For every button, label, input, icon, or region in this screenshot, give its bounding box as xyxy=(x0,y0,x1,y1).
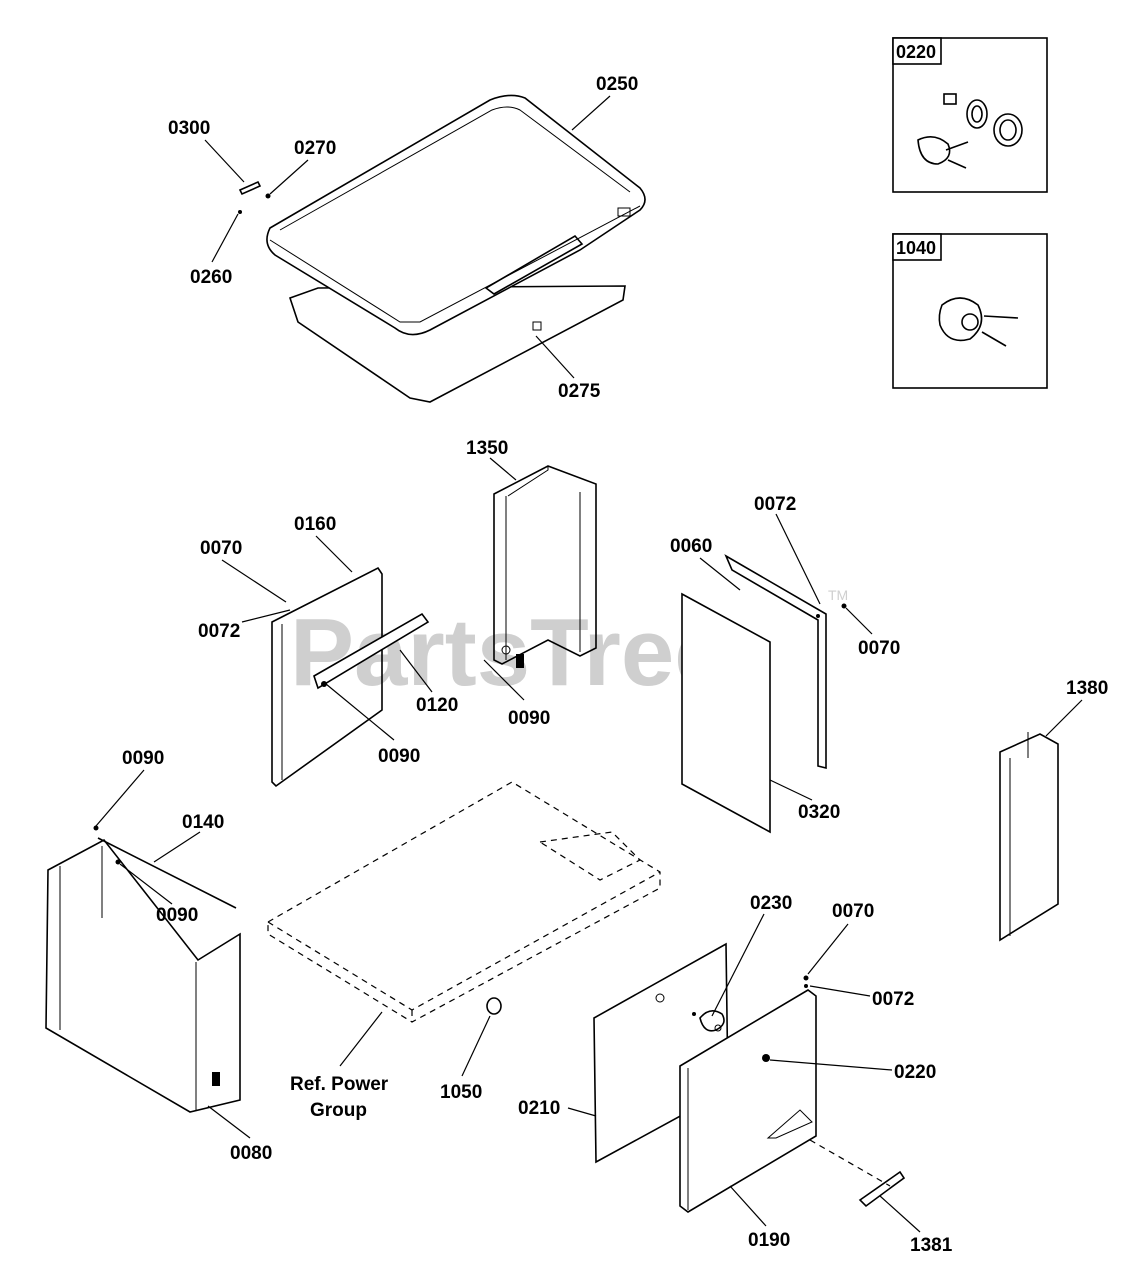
callout-0070-front: 0070 xyxy=(832,901,874,922)
inset-label: 0220 xyxy=(896,42,936,62)
callout-0072-left: 0072 xyxy=(198,621,240,642)
callout-1381: 1381 xyxy=(910,1235,953,1256)
panel-0320[interactable] xyxy=(681,592,771,834)
lock-assembly-icon xyxy=(917,93,1023,169)
callout-0080: 0080 xyxy=(230,1143,272,1164)
key-set-icon xyxy=(938,297,1019,347)
callout-0230: 0230 xyxy=(750,893,792,914)
inset-frame xyxy=(892,37,1048,193)
callout-0260: 0260 xyxy=(190,267,232,288)
callout-0120: 0120 xyxy=(416,695,458,716)
top-cover-0250[interactable] xyxy=(266,94,646,336)
inset-label: 1040 xyxy=(896,238,936,258)
screw-0070-front[interactable] xyxy=(803,975,809,981)
inset-label-box xyxy=(892,233,942,261)
hardware-0300-0270-0260[interactable] xyxy=(238,180,271,214)
callout-0270: 0270 xyxy=(294,138,336,159)
callout-0090-rear: 0090 xyxy=(508,708,550,729)
washer-0072[interactable] xyxy=(816,614,820,618)
callout-0072-front: 0072 xyxy=(872,989,914,1010)
latch-0230[interactable] xyxy=(692,1010,725,1032)
callout-1380: 1380 xyxy=(1066,678,1108,699)
base-frame-power-group[interactable] xyxy=(267,781,661,1023)
callout-1050: 1050 xyxy=(440,1082,482,1103)
callout-0160: 0160 xyxy=(294,514,336,535)
corner-panel-1380[interactable] xyxy=(999,732,1059,942)
callout-0070-left: 0070 xyxy=(200,538,242,559)
grommet-1050[interactable] xyxy=(486,997,502,1015)
rod-0140[interactable] xyxy=(93,825,237,909)
callout-0275: 0275 xyxy=(558,381,601,402)
end-panel-0080[interactable] xyxy=(45,838,241,1113)
screw-0070[interactable] xyxy=(841,603,847,609)
washer-0072-front[interactable] xyxy=(804,984,808,988)
brace-0120[interactable] xyxy=(313,612,430,690)
callout-0140: 0140 xyxy=(182,812,224,833)
callout-0090-rod: 0090 xyxy=(122,748,164,769)
callout-0072-right: 0072 xyxy=(754,494,796,515)
inset-box-1040[interactable]: 1040 xyxy=(892,233,1048,389)
door-0190[interactable] xyxy=(679,989,817,1213)
callout-0090-end: 0090 xyxy=(156,905,198,926)
side-panel-0160[interactable] xyxy=(271,566,383,788)
trademark-symbol: TM xyxy=(828,587,848,603)
callout-0220: 0220 xyxy=(894,1062,936,1083)
inset-box-0220[interactable]: 0220 xyxy=(892,37,1048,193)
callout-ref-power-line2: Group xyxy=(310,1100,367,1121)
callout-0320: 0320 xyxy=(798,802,840,823)
callout-ref-power-line1: Ref. Power xyxy=(290,1074,389,1095)
callout-0300: 0300 xyxy=(168,118,210,139)
side-panel-0060[interactable] xyxy=(724,554,827,770)
callout-0060: 0060 xyxy=(670,536,712,557)
callout-labels: 0300 0270 0250 0260 0275 1350 0160 0070 … xyxy=(122,74,1108,1256)
leader-lines xyxy=(95,95,1083,1233)
callout-0190: 0190 xyxy=(748,1230,790,1251)
inset-frame xyxy=(892,233,1048,389)
callout-0090-brace: 0090 xyxy=(378,746,420,767)
callout-0210: 0210 xyxy=(518,1098,560,1119)
handle-1381[interactable] xyxy=(858,1170,906,1208)
inset-label-box xyxy=(892,37,942,65)
callout-0250: 0250 xyxy=(596,74,638,95)
callout-1350: 1350 xyxy=(466,438,508,459)
callout-0070-right: 0070 xyxy=(858,638,900,659)
dashed-guide xyxy=(809,1139,891,1187)
rear-panel-1350[interactable] xyxy=(493,465,597,668)
